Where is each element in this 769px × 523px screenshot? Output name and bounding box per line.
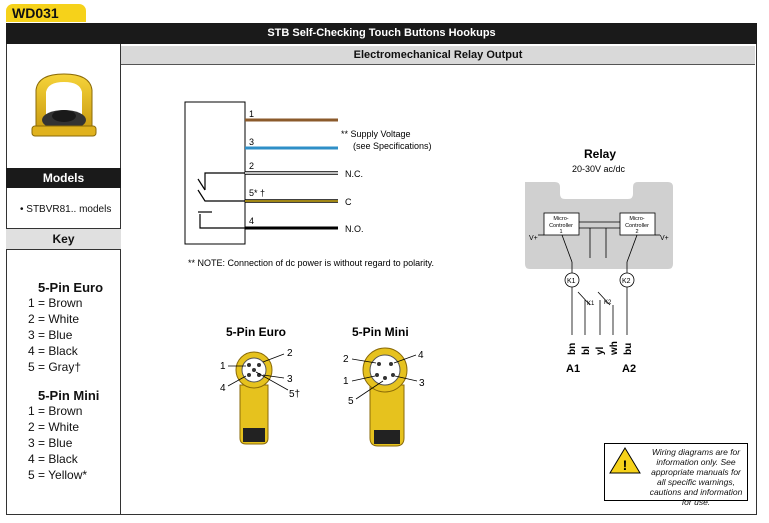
- key-euro-item: 5 = Gray†: [28, 360, 82, 374]
- switch-arm: [197, 178, 206, 191]
- a2-label: A2: [622, 363, 636, 375]
- pin: [375, 373, 379, 377]
- vplus-label: V+: [529, 235, 538, 242]
- key-mini-item: 5 = Yellow*: [28, 468, 88, 482]
- nc-label: N.C.: [345, 169, 363, 179]
- relay-title: Relay: [584, 147, 616, 161]
- page-title: STB Self-Checking Touch Buttons Hookups: [6, 23, 757, 44]
- key-euro-title: 5-Pin Euro: [38, 280, 104, 295]
- wire-label: yl: [595, 346, 606, 355]
- wire-label: bl: [581, 346, 592, 355]
- warning-text: Wiring diagrams are for information only…: [649, 447, 743, 507]
- key-mini-item: 1 = Brown: [28, 404, 83, 418]
- k1-label: K1: [567, 278, 576, 285]
- wire-label: wh: [609, 341, 620, 356]
- mc2-label: Micro-: [629, 216, 644, 222]
- key-mini-item: 3 = Blue: [28, 436, 73, 450]
- vplus-label: V+: [660, 235, 669, 242]
- pin-label: 3: [249, 137, 254, 147]
- key-euro-item: 3 = Blue: [28, 328, 73, 342]
- pin-label: 4: [249, 216, 254, 226]
- mc1-label: Controller: [549, 223, 573, 229]
- key-euro-item: 1 = Brown: [28, 296, 83, 310]
- microcontroller-1: [543, 212, 580, 236]
- mc1-label: Micro-: [553, 216, 568, 222]
- euro-pin-label: 1: [220, 361, 226, 372]
- k2-label: K2: [622, 278, 631, 285]
- content-frame: [6, 44, 757, 515]
- mini-pin-label: 2: [343, 354, 349, 365]
- pin: [247, 363, 251, 367]
- mini-pin-label: 4: [418, 350, 424, 361]
- pin-label: 1: [249, 109, 254, 119]
- dc-note: ** NOTE: Connection of dc power is witho…: [188, 258, 434, 268]
- mc2-label: Controller: [625, 223, 649, 229]
- supply-label: ** Supply Voltage: [341, 129, 411, 139]
- sidebar: [6, 44, 121, 514]
- mini-pin-label: 3: [419, 378, 425, 389]
- mc1-label: 1: [559, 229, 562, 235]
- pin: [383, 376, 387, 380]
- pin: [252, 368, 256, 372]
- models-list: • STBVR81.. models: [20, 204, 112, 215]
- euro-pin-label: 4: [220, 383, 226, 394]
- no-label: N.O.: [345, 224, 364, 234]
- warning-box: [604, 443, 748, 501]
- pin: [389, 362, 393, 366]
- c-label: C: [345, 197, 352, 207]
- wire-label: bu: [623, 343, 634, 355]
- mini-connector-face: [369, 354, 401, 386]
- mini-cable-end: [374, 430, 400, 444]
- relay-body: [525, 182, 673, 269]
- key-heading: Key: [6, 228, 121, 250]
- key-euro-item: 2 = White: [28, 312, 80, 326]
- pin: [247, 373, 251, 377]
- mini-connector-title: 5-Pin Mini: [352, 325, 409, 339]
- euro-cable-end: [243, 428, 265, 442]
- product-image: [31, 73, 97, 137]
- key-euro-item: 4 = Black: [28, 344, 78, 358]
- models-heading: Models: [6, 168, 121, 188]
- pin: [391, 373, 395, 377]
- euro-pin-label: 2: [287, 348, 293, 359]
- k1-contact-label: K1: [587, 301, 595, 307]
- key-mini-item: 4 = Black: [28, 452, 78, 466]
- pin: [377, 362, 381, 366]
- euro-connector-title: 5-Pin Euro: [226, 325, 286, 339]
- internal-wire: [197, 189, 245, 202]
- a1-label: A1: [566, 363, 580, 375]
- k2-contact-label: K2: [604, 300, 612, 306]
- microcontroller-2: [619, 212, 656, 236]
- key-mini-title: 5-Pin Mini: [38, 388, 100, 403]
- mini-pin-label: 5: [348, 396, 354, 407]
- warning-icon: [609, 447, 641, 474]
- wire-label: bn: [567, 343, 578, 355]
- internal-wire: [204, 172, 245, 190]
- internal-wire: [199, 214, 245, 229]
- mini-pin-label: 1: [343, 376, 349, 387]
- pin-label: 2: [249, 161, 254, 171]
- relay-voltage: 20-30V ac/dc: [572, 164, 626, 174]
- key-mini-item: 2 = White: [28, 420, 80, 434]
- mc2-label: 2: [635, 229, 638, 235]
- supply-label: (see Specifications): [353, 141, 432, 151]
- diagram-code-tab: WD031: [6, 4, 86, 22]
- pin-label: 5* †: [249, 188, 265, 198]
- euro-pin-label: 5†: [289, 389, 300, 400]
- section-title: Electromechanical Relay Output: [121, 46, 755, 65]
- svg-text:!: !: [623, 457, 628, 473]
- pin: [257, 363, 261, 367]
- euro-pin-label: 3: [287, 374, 293, 385]
